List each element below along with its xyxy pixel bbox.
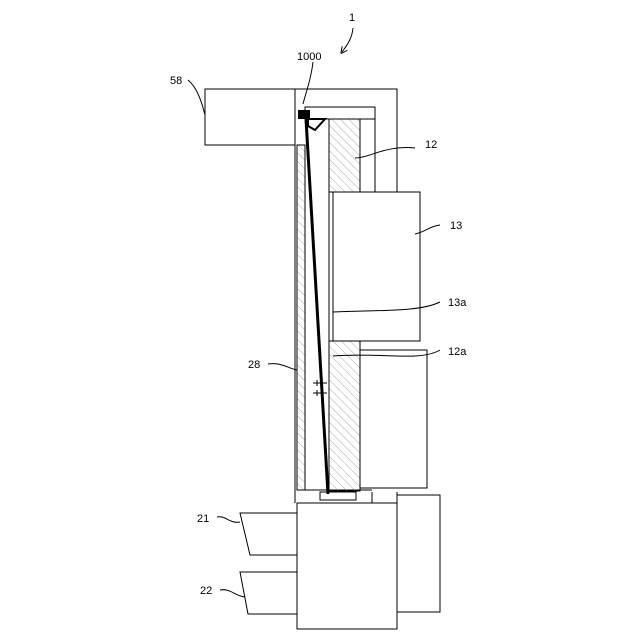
leader-1000 <box>303 62 313 104</box>
part-22 <box>240 572 297 614</box>
part-21 <box>240 513 297 555</box>
side-wall-28 <box>297 145 305 490</box>
label-22: 22 <box>200 585 212 597</box>
top-block-58 <box>205 89 295 145</box>
base-block-side <box>397 495 440 612</box>
label-28: 28 <box>248 359 260 371</box>
leader-21 <box>217 517 240 523</box>
leader-12 <box>355 148 415 158</box>
bracket-1000 <box>298 110 310 119</box>
frame-top-strip <box>305 107 375 119</box>
label-13a: 13a <box>448 297 467 309</box>
lower-module <box>360 350 427 488</box>
support-rod <box>306 119 328 494</box>
leader-22 <box>220 590 245 597</box>
label-12: 12 <box>425 139 437 151</box>
panel-12-upper <box>329 119 360 192</box>
fastener-lower <box>313 390 327 396</box>
base-block-main <box>297 503 397 629</box>
leader-58 <box>188 80 205 115</box>
leader-28 <box>268 364 297 370</box>
label-1000: 1000 <box>297 51 321 63</box>
bottom-pad <box>320 492 356 500</box>
bracket-arm <box>308 119 325 130</box>
label-1: 1 <box>349 12 355 24</box>
label-58: 58 <box>170 75 182 87</box>
panel-12-lower <box>329 341 360 491</box>
module-13 <box>333 192 420 341</box>
label-13: 13 <box>450 220 462 232</box>
label-21: 21 <box>197 513 209 525</box>
label-12a: 12a <box>448 346 467 358</box>
leader-1 <box>342 28 353 52</box>
